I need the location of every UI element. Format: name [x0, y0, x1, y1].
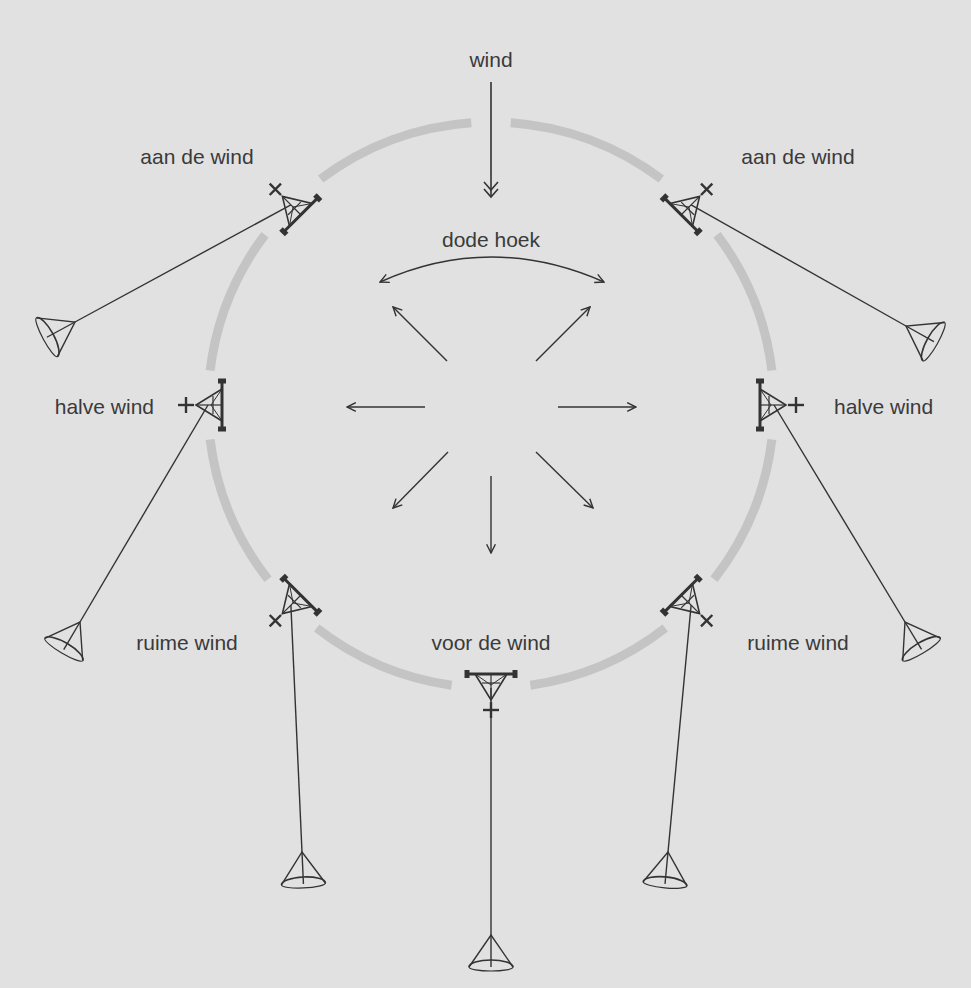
point-of-sail-label: wind — [469, 47, 512, 72]
circle-segment — [318, 118, 472, 182]
point-of-sail-label: dode hoek — [442, 227, 540, 252]
direction-arrow — [490, 476, 491, 553]
point-of-sail-label: ruime wind — [747, 630, 849, 655]
direction-arrow — [536, 307, 590, 361]
kite-symbol — [45, 622, 83, 661]
point-of-sail-label: halve wind — [834, 394, 933, 419]
kite-symbol — [36, 318, 75, 357]
kite-symbol — [902, 622, 940, 661]
point-of-sail-label: halve wind — [55, 394, 154, 419]
circle-segment — [713, 232, 776, 371]
point-of-sail-label: voor de wind — [431, 630, 550, 655]
wind-arrow — [484, 82, 498, 197]
direction-arrow — [393, 452, 448, 508]
point-of-sail-label: aan de wind — [741, 144, 854, 169]
arc-head — [380, 257, 604, 282]
boat-symbol — [467, 670, 515, 971]
boat-symbol — [756, 381, 940, 661]
boat-symbol — [36, 184, 321, 357]
boat-symbol — [45, 381, 226, 661]
boat-symbol — [661, 184, 945, 361]
point-of-sail-label: ruime wind — [136, 630, 238, 655]
boat-symbol — [270, 575, 326, 888]
kite-symbol — [281, 852, 325, 888]
circle-segment — [710, 439, 776, 582]
course-circle — [206, 118, 777, 690]
dead-zone-arc — [380, 257, 604, 282]
direction-arrow — [536, 452, 593, 508]
circle-segment — [510, 118, 664, 182]
direction-arrow — [347, 406, 425, 407]
kite-symbol — [469, 935, 513, 971]
direction-arrow — [558, 406, 636, 407]
kite-symbol — [906, 322, 945, 361]
point-of-sail-label: aan de wind — [140, 144, 253, 169]
direction-arrow — [393, 307, 447, 361]
circle-segment — [206, 439, 272, 582]
circle-segment — [206, 232, 269, 371]
direction-arrows — [347, 307, 636, 553]
kite-symbol — [643, 852, 687, 888]
boat-symbol — [643, 575, 712, 888]
